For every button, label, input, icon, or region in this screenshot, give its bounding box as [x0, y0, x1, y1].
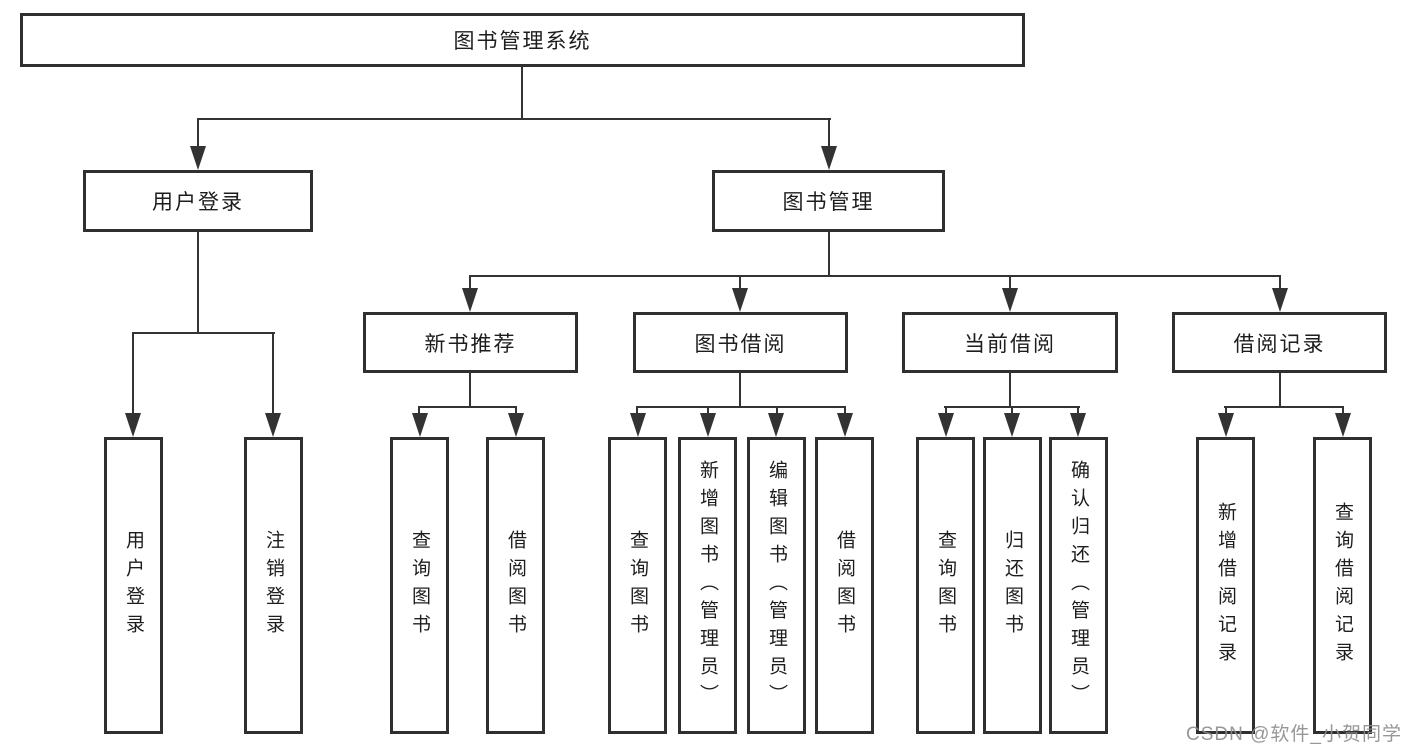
node-label: 新书推荐: [424, 332, 517, 356]
node-label: 新增借阅记录: [1215, 501, 1236, 670]
connector-line: [828, 232, 830, 277]
node-book-management: 图书管理: [712, 170, 945, 232]
node-cb-query-books: 查询图书: [916, 437, 975, 734]
node-bb-add-books-admin: 新增图书（管理员）: [678, 437, 737, 734]
connector-line: [776, 406, 778, 415]
connector-line: [1225, 406, 1227, 415]
node-bb-borrow-books: 借阅图书: [815, 437, 874, 734]
connector-line: [1011, 406, 1013, 415]
node-bb-query-books: 查询图书: [608, 437, 667, 734]
node-borrowing-records: 借阅记录: [1172, 312, 1387, 373]
node-label: 借阅图书: [505, 529, 526, 642]
connector-line: [1224, 406, 1344, 408]
connector-line: [197, 232, 199, 334]
arrowhead-down-icon: [125, 413, 141, 437]
connector-line: [197, 118, 831, 120]
arrowhead-down-icon: [412, 413, 428, 437]
node-user-login: 用户登录: [83, 170, 313, 232]
node-label: 用户登录: [152, 191, 244, 214]
node-label: 图书借阅: [694, 332, 787, 356]
node-label: 确认归还（管理员）: [1068, 459, 1089, 712]
node-nb-query-books: 查询图书: [390, 437, 449, 734]
node-label: 当前借阅: [964, 332, 1056, 356]
connector-line: [739, 373, 741, 408]
arrowhead-down-icon: [508, 413, 524, 437]
node-br-query-borrow-record: 查询借阅记录: [1313, 437, 1372, 734]
connector-line: [1009, 373, 1011, 408]
connector-line: [197, 118, 199, 150]
connector-line: [1009, 275, 1011, 290]
node-current-borrowing: 当前借阅: [902, 312, 1118, 373]
connector-line: [521, 67, 523, 120]
node-label: 注销登录: [263, 529, 284, 642]
connector-line: [469, 275, 1281, 277]
node-label: 查询图书: [627, 529, 648, 642]
arrowhead-down-icon: [630, 413, 646, 437]
connector-line: [707, 406, 709, 415]
node-leaf-logout-login: 注销登录: [244, 437, 303, 734]
node-label: 查询图书: [409, 529, 430, 642]
node-label: 归还图书: [1002, 529, 1023, 642]
node-label: 查询图书: [935, 529, 956, 642]
connector-line: [132, 332, 134, 415]
arrowhead-down-icon: [1272, 288, 1288, 312]
node-nb-borrow-books: 借阅图书: [486, 437, 545, 734]
connector-line: [1342, 406, 1344, 415]
arrowhead-down-icon: [265, 413, 281, 437]
arrowhead-down-icon: [462, 288, 478, 312]
connector-line: [844, 406, 846, 415]
arrowhead-down-icon: [1070, 413, 1086, 437]
arrowhead-down-icon: [1218, 413, 1234, 437]
arrowhead-down-icon: [1004, 413, 1020, 437]
node-new-book-recommendation: 新书推荐: [363, 312, 578, 373]
connector-line: [515, 406, 517, 415]
connector-line: [636, 406, 846, 408]
node-label: 借阅图书: [834, 529, 855, 642]
arrowhead-down-icon: [190, 146, 206, 170]
node-book-borrowing: 图书借阅: [633, 312, 848, 373]
connector-line: [272, 332, 274, 415]
arrowhead-down-icon: [700, 413, 716, 437]
node-label: 新增图书（管理员）: [697, 459, 718, 712]
node-br-add-borrow-record: 新增借阅记录: [1196, 437, 1255, 734]
node-label: 图书管理: [782, 191, 875, 214]
node-label: 用户登录: [123, 529, 144, 642]
connector-line: [132, 332, 275, 334]
node-label: 图书管理系统: [453, 30, 592, 53]
node-library-management-system: 图书管理系统: [20, 13, 1025, 67]
connector-line: [636, 406, 638, 415]
node-label: 编辑图书（管理员）: [766, 459, 787, 712]
arrowhead-down-icon: [732, 288, 748, 312]
csdn-watermark: CSDN @软件_小贺同学: [1186, 724, 1402, 745]
arrowhead-down-icon: [821, 146, 837, 170]
node-cb-return-books: 归还图书: [983, 437, 1042, 734]
node-bb-edit-books-admin: 编辑图书（管理员）: [747, 437, 806, 734]
connector-line: [1279, 275, 1281, 290]
arrowhead-down-icon: [837, 413, 853, 437]
connector-line: [418, 406, 420, 415]
connector-line: [1279, 373, 1281, 408]
arrowhead-down-icon: [768, 413, 784, 437]
connector-line: [469, 275, 471, 290]
arrowhead-down-icon: [1335, 413, 1351, 437]
arrowhead-down-icon: [938, 413, 954, 437]
connector-line: [1077, 406, 1079, 415]
arrowhead-down-icon: [1002, 288, 1018, 312]
node-leaf-user-login: 用户登录: [104, 437, 163, 734]
connector-line: [739, 275, 741, 290]
connector-line: [469, 373, 471, 408]
connector-line: [418, 406, 517, 408]
node-cb-confirm-return-admin: 确认归还（管理员）: [1049, 437, 1108, 734]
connector-line: [945, 406, 947, 415]
connector-line: [828, 118, 830, 150]
node-label: 查询借阅记录: [1332, 501, 1353, 670]
node-label: 借阅记录: [1233, 332, 1326, 356]
